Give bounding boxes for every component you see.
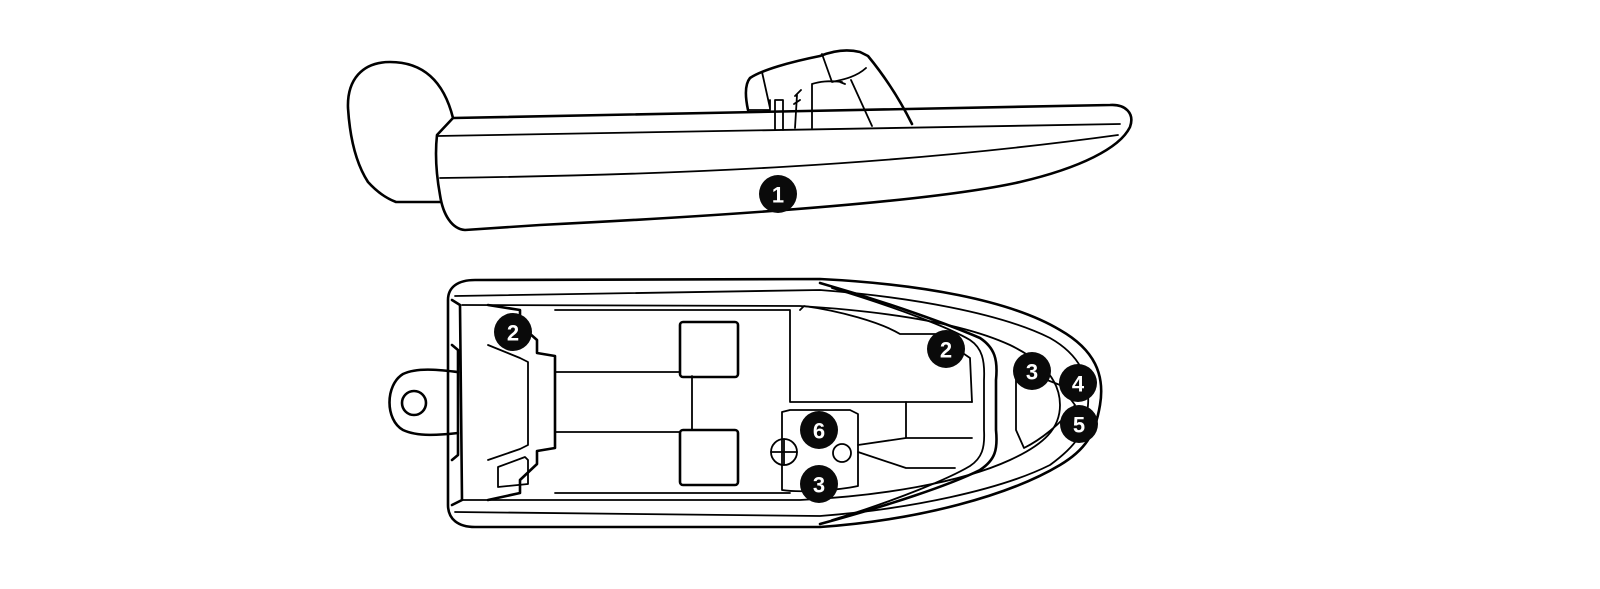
- boat-side-view: [346, 49, 1133, 232]
- console-gauge: [832, 443, 852, 463]
- side-console: [744, 49, 914, 126]
- markers: 1 2 2 3 4 5 6 3: [494, 175, 1098, 503]
- side-steering: [774, 89, 802, 131]
- svg-text:1: 1: [772, 183, 784, 208]
- bow-rail-inner: [831, 287, 986, 521]
- seat-rear-right: [678, 428, 740, 487]
- transom-well: [450, 298, 464, 507]
- bow-deck-panel: [799, 305, 973, 469]
- marker-4: 4: [1059, 364, 1097, 402]
- side-hull: [434, 103, 1133, 232]
- marker-1: 1: [759, 175, 797, 213]
- marker-2-rear: 2: [494, 313, 532, 351]
- rear-hatch: [497, 456, 529, 488]
- rear-bench-inner: [487, 344, 529, 461]
- marker-2-bow: 2: [927, 330, 965, 368]
- bow-rail: [818, 281, 998, 526]
- outboard-motor: [346, 60, 455, 204]
- svg-text:2: 2: [940, 338, 952, 363]
- svg-text:3: 3: [1026, 360, 1038, 385]
- transom-hole: [400, 389, 428, 417]
- cockpit-outline: [554, 309, 973, 494]
- top-gunwale: [454, 289, 1090, 517]
- top-deck-inner: [461, 304, 1061, 501]
- marker-6: 6: [800, 411, 838, 449]
- steering-spokes: [770, 438, 798, 466]
- side-gunwale: [436, 123, 1121, 137]
- transom-bracket: [388, 368, 460, 437]
- anchor-locker: [1015, 367, 1076, 449]
- marker-3-bow: 3: [1013, 352, 1051, 390]
- svg-text:3: 3: [813, 473, 825, 498]
- boat-top-view: [388, 277, 1103, 529]
- cockpit-center-line: [554, 371, 693, 433]
- seat-rear-left: [678, 320, 740, 379]
- marker-5: 5: [1060, 405, 1098, 443]
- svg-text:2: 2: [507, 321, 519, 346]
- svg-text:5: 5: [1073, 413, 1085, 438]
- side-windshield-frame: [747, 53, 873, 129]
- side-chine: [439, 134, 1119, 179]
- svg-text:6: 6: [813, 419, 825, 444]
- marker-3-console: 3: [800, 465, 838, 503]
- svg-text:4: 4: [1072, 372, 1085, 397]
- top-hull-outer: [446, 277, 1103, 529]
